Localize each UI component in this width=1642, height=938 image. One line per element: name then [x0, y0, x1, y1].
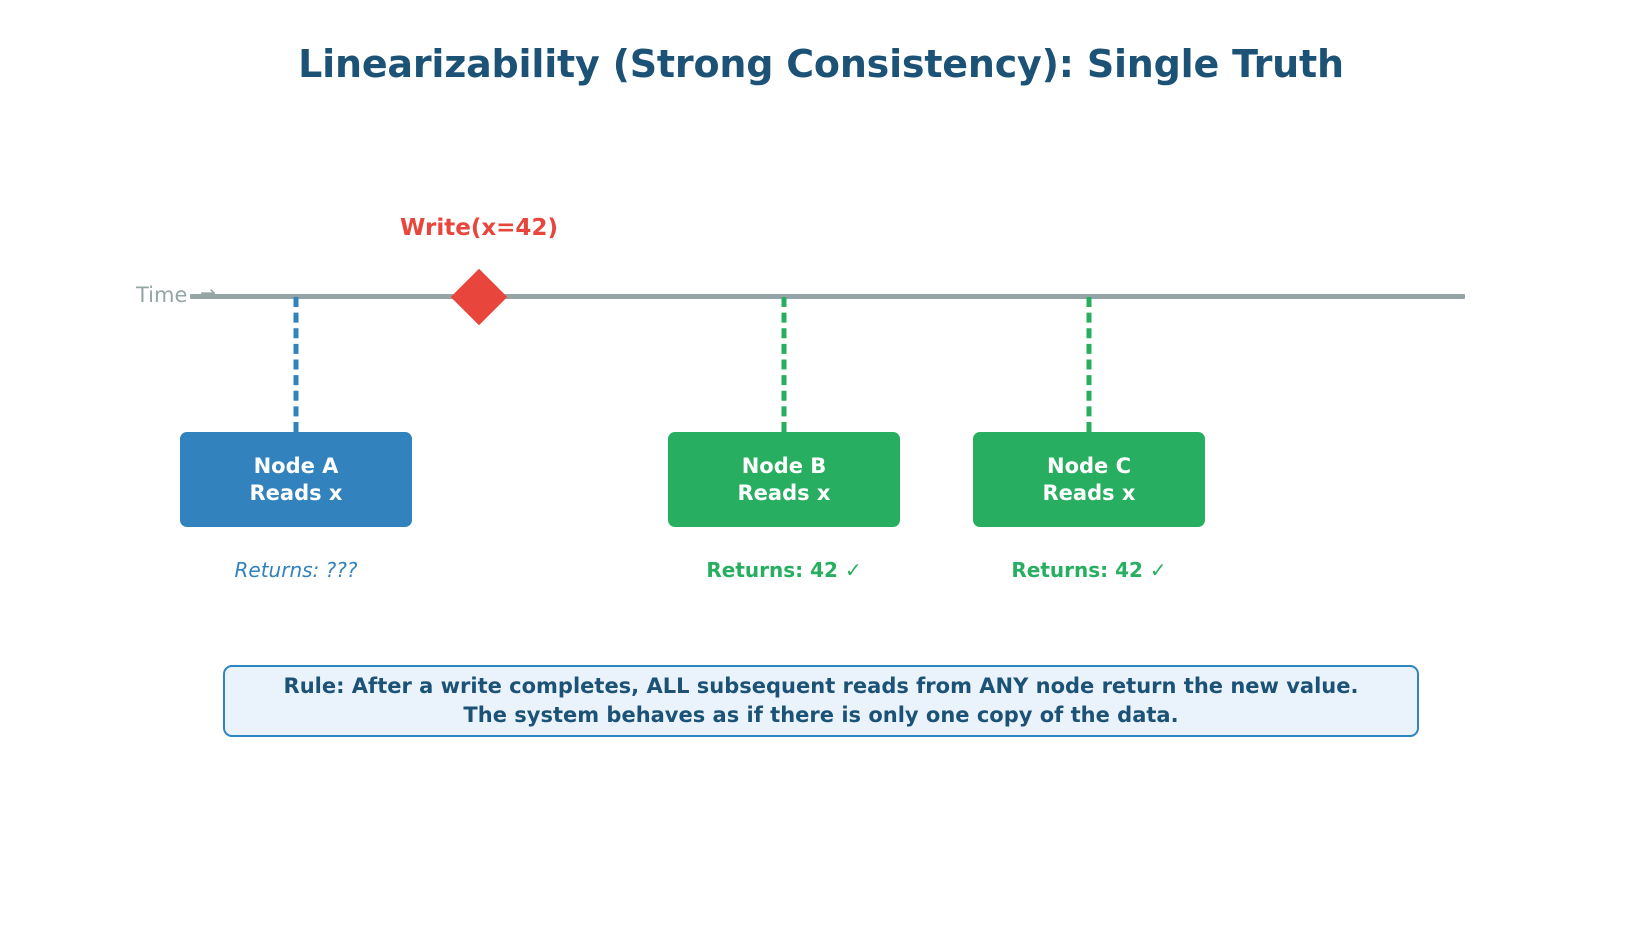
- node-action-label: Reads x: [249, 480, 343, 505]
- node-name-label: Node A: [253, 453, 339, 478]
- write-event-diamond-icon: [450, 268, 508, 326]
- node-name-label: Node B: [741, 453, 827, 478]
- rule-line-2: The system behaves as if there is only o…: [463, 703, 1179, 727]
- timeline-axis: [190, 294, 1465, 299]
- connector-line-node-c: [1086, 297, 1092, 432]
- connector-line-node-a: [293, 297, 299, 432]
- returns-label-node-c: Returns: 42 ✓: [1011, 558, 1167, 582]
- rule-line-1: Rule: After a write completes, ALL subse…: [283, 674, 1359, 699]
- node-action-label: Reads x: [1042, 480, 1136, 505]
- returns-label-node-a: Returns: ???: [234, 558, 358, 582]
- node-name-label: Node C: [1047, 453, 1131, 478]
- page-title: Linearizability (Strong Consistency): Si…: [298, 42, 1344, 86]
- time-axis-label: Time: [136, 283, 188, 307]
- connector-line-node-b: [781, 297, 787, 432]
- time-arrow-icon: →: [200, 282, 216, 304]
- returns-label-node-b: Returns: 42 ✓: [706, 558, 862, 582]
- rule-callout: Rule: After a write completes, ALL subse…: [223, 665, 1419, 737]
- write-event-label: Write(x=42): [400, 215, 558, 241]
- node-action-label: Reads x: [737, 480, 831, 505]
